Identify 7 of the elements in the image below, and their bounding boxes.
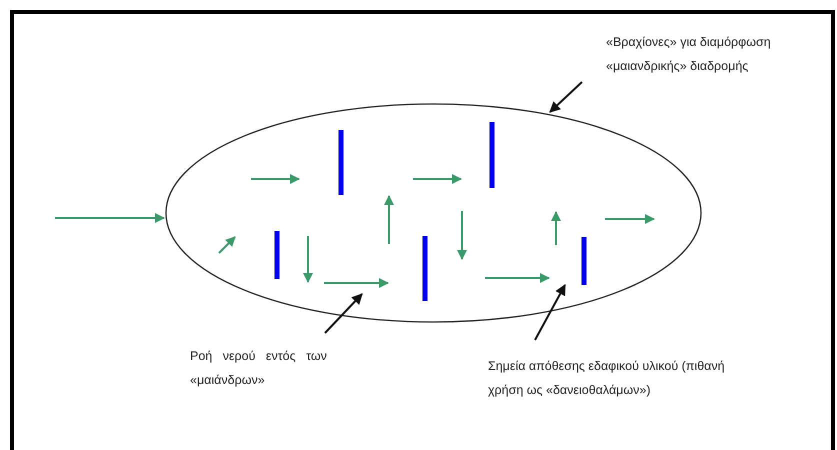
leader-line [534, 284, 566, 340]
annotation-text: Σημεία απόθεσης εδαφικού υλικού (πιθανή χρήση ως «δανειοθαλάμων») [488, 358, 726, 399]
annotation-text: «Βραχίονες» για διαμόρφωση «μαιανδρικής» διαδρομής [606, 34, 772, 75]
leader-line [549, 81, 583, 113]
inflow-arrow [55, 213, 165, 223]
annotation-text: Ροή νερού εντός των «μαιάνδρων» [190, 348, 328, 389]
leader-line [324, 293, 363, 334]
